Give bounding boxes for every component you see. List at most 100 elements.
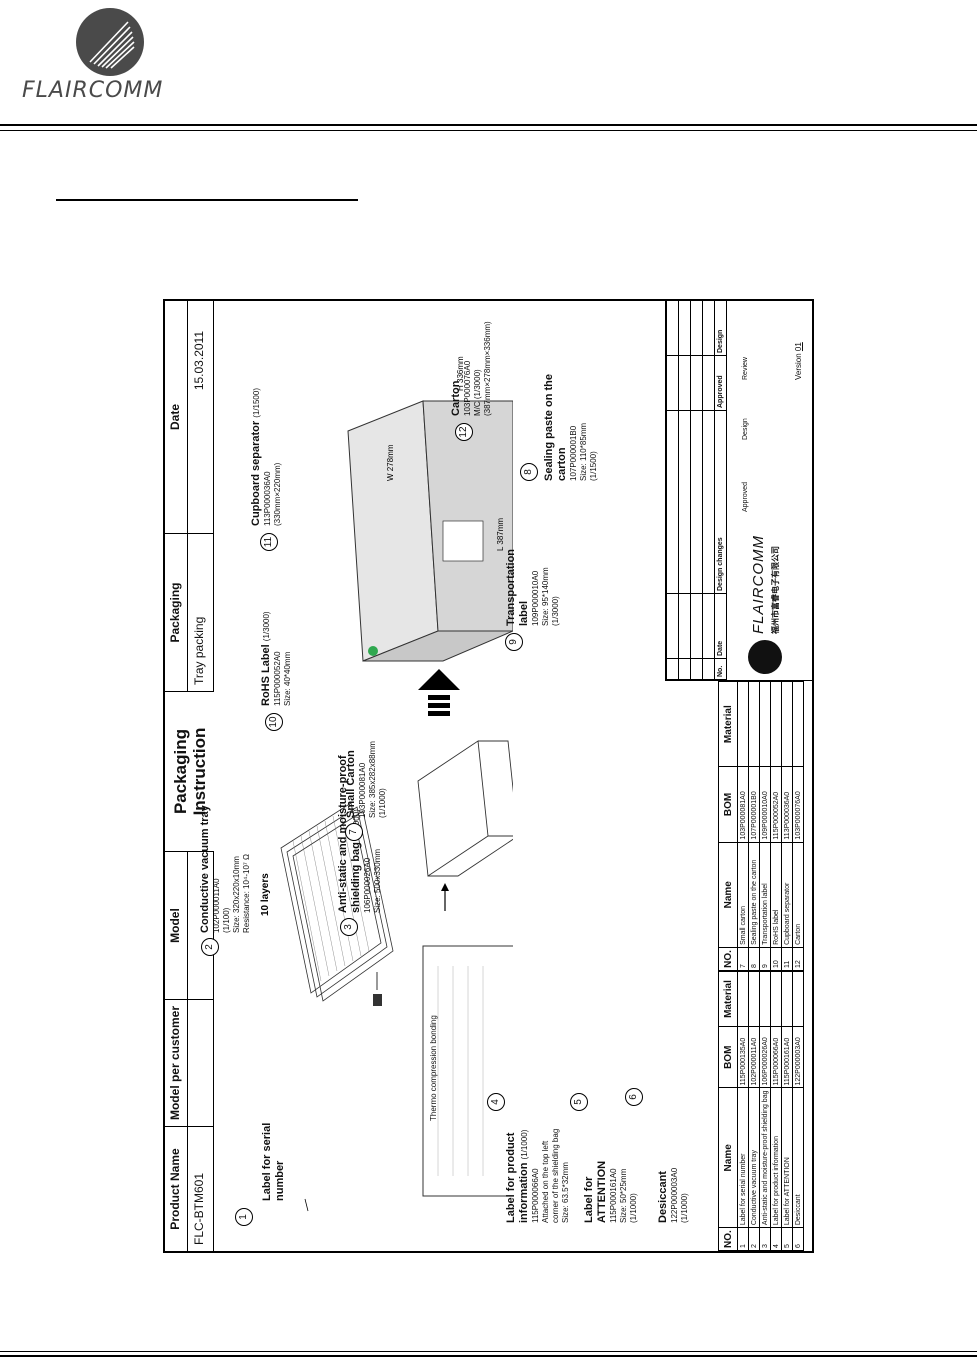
bom-cell-name: Cupboard separator [781, 842, 793, 948]
bom-cell-no: 6 [792, 1227, 804, 1251]
thermo-label: Thermo compression bonding [429, 1015, 438, 1121]
ten-layers-label: 10 layers [260, 873, 271, 916]
callout-1-number: 1 [235, 1208, 253, 1226]
rev-review: Review [742, 357, 749, 380]
bom-cell-no: 10 [770, 947, 782, 971]
bom-cell-material [770, 971, 782, 1027]
bom-cell-name: Small carton [737, 842, 749, 948]
callout-2-number: 2 [201, 938, 219, 956]
bom-cell-material [792, 971, 804, 1027]
bom-cell-no: 9 [759, 947, 771, 971]
header-date: Date 15.03.2011 [168, 331, 206, 431]
version-field: Version 01 [794, 342, 803, 380]
company-logo: FLAIRCOMM [22, 6, 192, 106]
bom-header-material: Material [718, 681, 738, 767]
drawing-illustration: 10 layers [260, 356, 513, 1212]
bom-cell-bom: 107P000001B0 [748, 766, 760, 843]
bom-cell-name: Desiccant [792, 1088, 804, 1228]
bom-cell-material [737, 971, 749, 1027]
revision-company-name: 福州市富睿电子有限公司 [771, 546, 780, 634]
section-heading-underline [56, 199, 358, 201]
bom-cell-bom: 115P000066A0 [770, 1026, 782, 1088]
drawing-sheet: Product Name FLC-BTM601 Model per custom… [163, 299, 814, 1253]
bom-cell-no: 4 [770, 1227, 782, 1251]
packaging-drawing: Product Name FLC-BTM601 Model per custom… [163, 299, 814, 1253]
bom-cell-no: 12 [792, 947, 804, 971]
dim-l-label: L 387mm [496, 518, 505, 551]
logo-emblem-icon [76, 8, 144, 76]
bom-cell-bom: 122P000003A0 [792, 1026, 804, 1088]
bom-cell-no: 3 [759, 1227, 771, 1251]
header-product-name: Product Name FLC-BTM601 [165, 1126, 213, 1251]
bom-cell-no: 1 [737, 1227, 749, 1251]
rev-approved-2: Approved [742, 482, 749, 512]
callout-6: Desiccant 122P000003A0 (1/1000) [657, 1167, 689, 1223]
bom-cell-name: RoHS label [770, 842, 782, 948]
bom-cell-material [748, 971, 760, 1027]
callout-7-number: 7 [345, 823, 363, 841]
bom-cell-bom: 113P000036A0 [781, 766, 793, 843]
revision-logo-text: FLAIRCOMM [750, 535, 767, 634]
rev-header-no: No. [714, 658, 727, 680]
bom-cell-name: Conductive vacuum tray [748, 1088, 760, 1228]
bom-cell-name: Label for product information [770, 1088, 782, 1228]
rev-header-approved: Approved [714, 355, 727, 411]
bom-header-name: Name [718, 842, 738, 948]
revision-logo-icon [748, 640, 782, 674]
rev-header-date: Date [714, 593, 727, 659]
callout-6-number: 6 [625, 1088, 643, 1106]
bom-cell-bom: 109P000010A0 [759, 766, 771, 843]
bom-cell-bom: 115P000052A0 [770, 766, 782, 843]
callout-11-number: 11 [260, 533, 278, 551]
bom-header-no: NO. [718, 1227, 738, 1251]
bom-cell-name: Label for serial number [737, 1088, 749, 1228]
callout-4-number: 4 [487, 1093, 505, 1111]
rev-design-2: Design [742, 418, 749, 440]
bom-cell-bom: 103P000076A0 [792, 766, 804, 843]
bom-cell-no: 11 [781, 947, 793, 971]
rev-header-changes: Design changes [714, 410, 727, 594]
bom-cell-material [748, 681, 760, 767]
callout-9-number: 9 [505, 633, 523, 651]
bom-cell-material [792, 681, 804, 767]
callout-3-number: 3 [340, 918, 358, 936]
callout-2: Conductive vacuum tray 102P000011A0 (1/1… [199, 805, 251, 933]
revision-table: No. Date Design changes Approved Design [666, 300, 727, 680]
bom-header-name: Name [718, 1088, 738, 1228]
callout-5: Label for ATTENTION 115P000161A0 Size: 5… [583, 1160, 638, 1223]
bom-header-material: Material [718, 971, 738, 1027]
callout-12: Carton 103P000076A0 M/C (1/3000) (387mm×… [450, 321, 492, 416]
bom-cell-name: Carton [792, 842, 804, 948]
footer-rule-thick [0, 1355, 977, 1357]
header-rule-thick [0, 124, 977, 126]
bom-cell-material [759, 971, 771, 1027]
header-model-per-customer: Model per customer [165, 999, 213, 1126]
callout-1: Label for serial number [261, 1122, 286, 1201]
bom-cell-material [737, 681, 749, 767]
bom-cell-bom: 102P000011A0 [748, 1026, 760, 1088]
bom-cell-no: 5 [781, 1227, 793, 1251]
dim-w-label: W 278mm [386, 444, 395, 481]
bom-cell-no: 8 [748, 947, 760, 971]
bom-cell-name: Transportation label [759, 842, 771, 948]
callout-8: Sealing paste on the carton 107P000001B0… [543, 374, 598, 481]
callout-9: Transportation label 109P000010A0 Size: … [505, 548, 560, 626]
callout-5-number: 5 [570, 1093, 588, 1111]
callout-10: RoHS Label (1/3000) 115P000052A0 Size: 4… [260, 611, 292, 706]
logo-wordmark: FLAIRCOMM [22, 78, 164, 103]
callout-10-number: 10 [265, 713, 283, 731]
bom-cell-bom: 103P000081A0 [737, 766, 749, 843]
footer-rule-thin [0, 1351, 977, 1352]
bom-cell-name: Label for ATTENTION [781, 1088, 793, 1228]
callout-11: Cupboard separator (1/1500) 113P000036A0… [250, 388, 282, 526]
